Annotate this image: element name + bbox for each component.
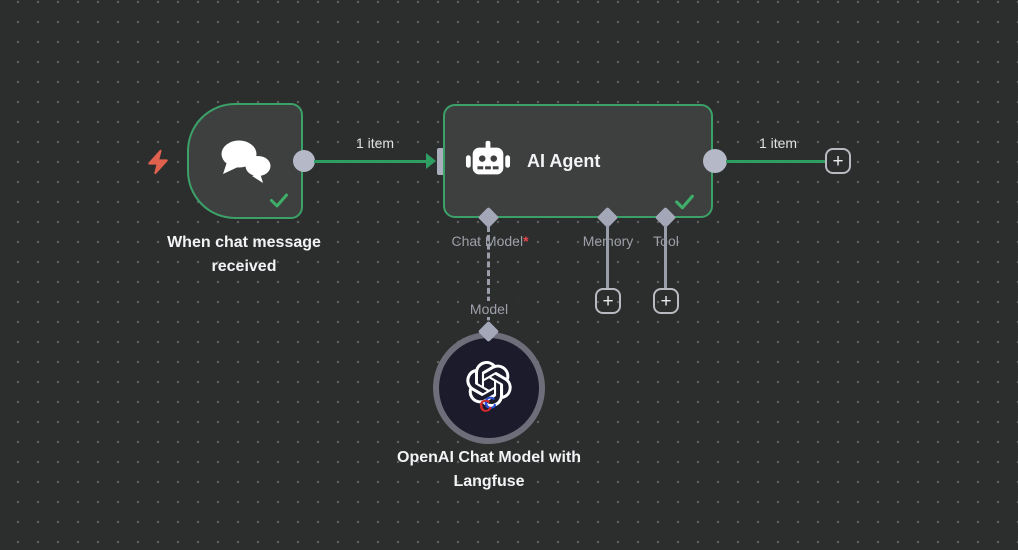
connection-chat-model-dashed[interactable] [487,226,490,338]
trigger-node-label: When chat message received [167,234,321,275]
success-checkmark-icon [675,194,694,210]
agent-input-endpoint[interactable] [437,148,447,175]
model-node-label: OpenAI Chat Model with Langfuse [397,449,581,490]
tool-connector-line [664,225,667,289]
node-openai-chat-model[interactable]: CC [433,332,545,444]
connection-trigger-to-agent[interactable] [314,160,427,163]
memory-connector-line [606,225,609,289]
openai-logo-icon [466,361,512,407]
node-when-chat-message-received[interactable] [187,103,303,219]
lightning-bolt-icon [148,149,168,175]
node-ai-agent[interactable]: AI Agent [443,104,713,218]
trigger-output-endpoint[interactable] [293,150,315,172]
agent-output-endpoint[interactable] [703,149,727,173]
model-connection-label: Model [459,301,519,317]
connection-items-label: 1 item [758,135,798,151]
connection-arrowhead-icon [426,153,436,169]
connection-items-label: 1 item [355,135,395,151]
agent-node-title: AI Agent [527,150,601,171]
robot-icon [465,140,511,175]
add-memory-button[interactable]: + [595,288,621,314]
success-checkmark-icon [270,193,288,208]
connection-agent-output[interactable] [726,160,825,163]
required-asterisk: * [523,233,529,249]
chat-bubbles-icon [221,140,271,183]
add-next-node-button[interactable]: + [825,148,851,174]
chat-model-connector-label: Chat Model* [400,233,580,249]
add-tool-button[interactable]: + [653,288,679,314]
